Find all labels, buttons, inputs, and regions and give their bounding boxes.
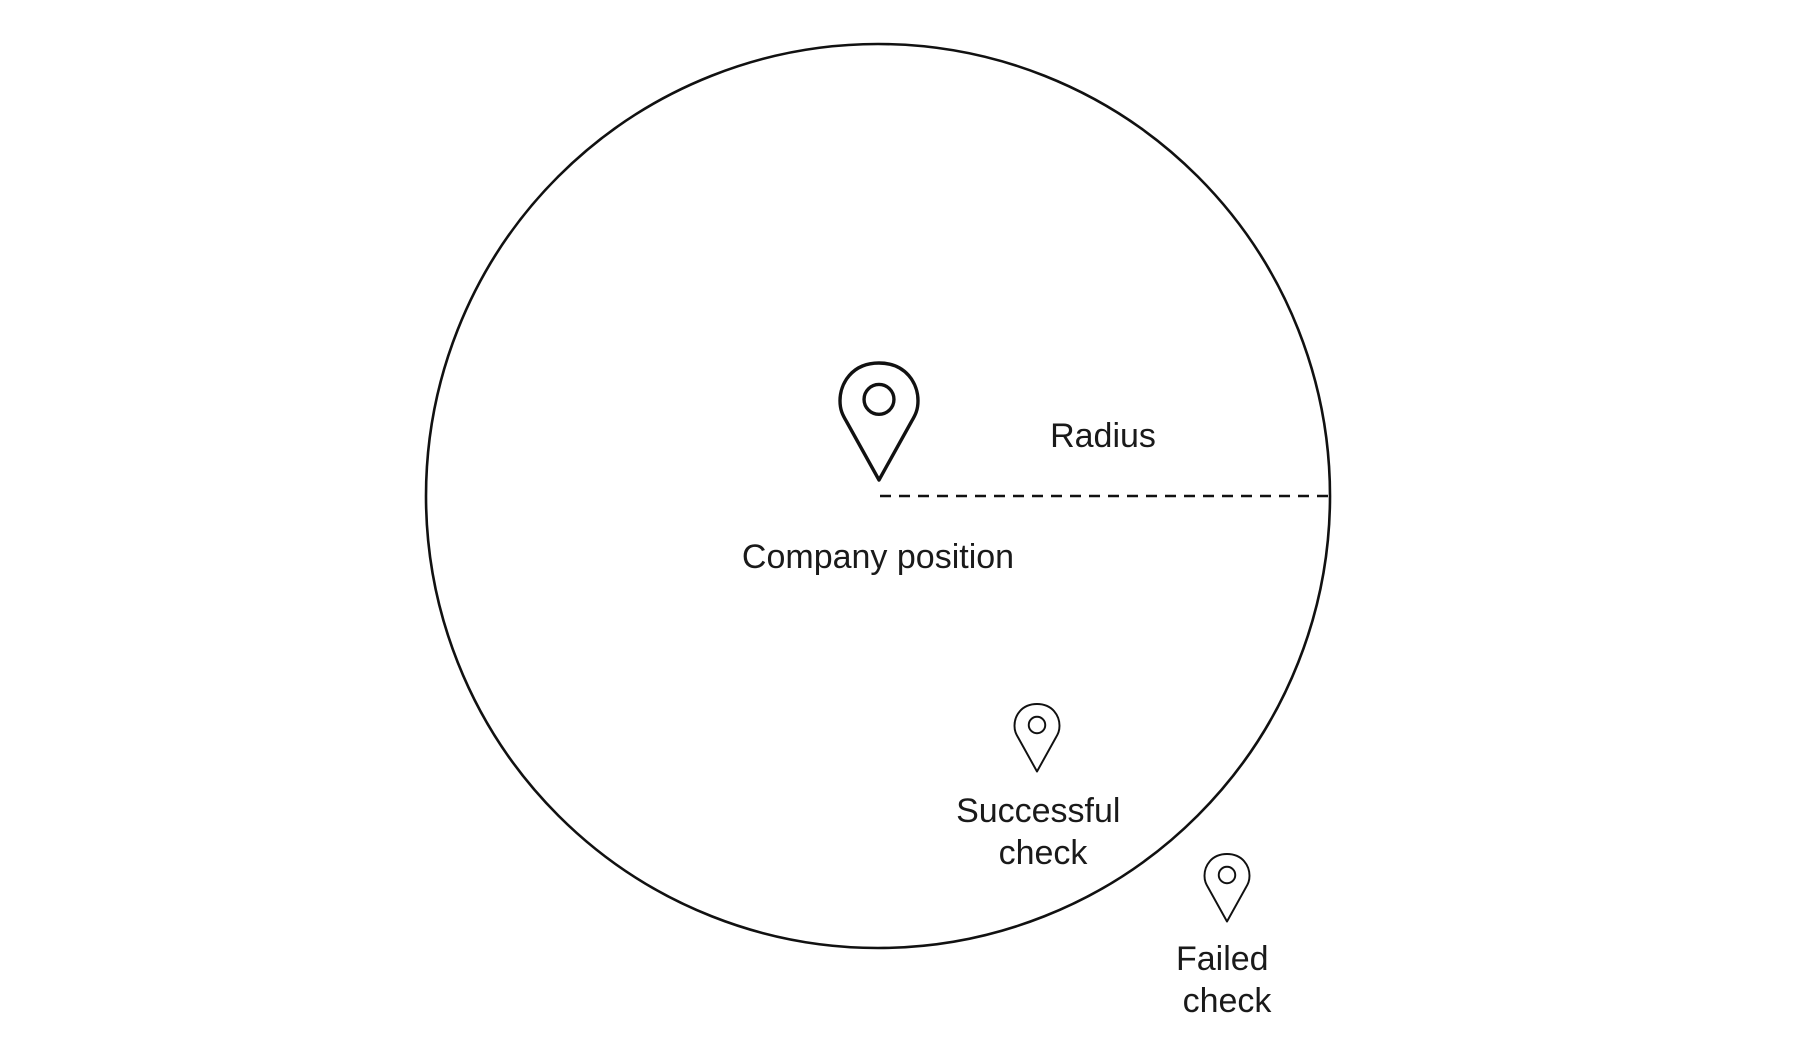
geofence-circle [424,42,1332,950]
successful-check-pin-icon [1013,703,1061,773]
failed-check-label: Failed check [1176,940,1278,1020]
radius-label: Radius [1050,417,1156,455]
failed-check-label-line2: check [1183,982,1273,1020]
successful-check-label: Successful check [956,792,1130,872]
failed-check-label-line1: Failed [1176,940,1269,978]
successful-check-label-line1: Successful [956,792,1120,830]
failed-check-pin-icon [1203,853,1251,923]
company-position-label: Company position [742,538,1014,576]
successful-check-label-line2: check [999,834,1089,872]
company-position-pin-icon [838,361,920,482]
